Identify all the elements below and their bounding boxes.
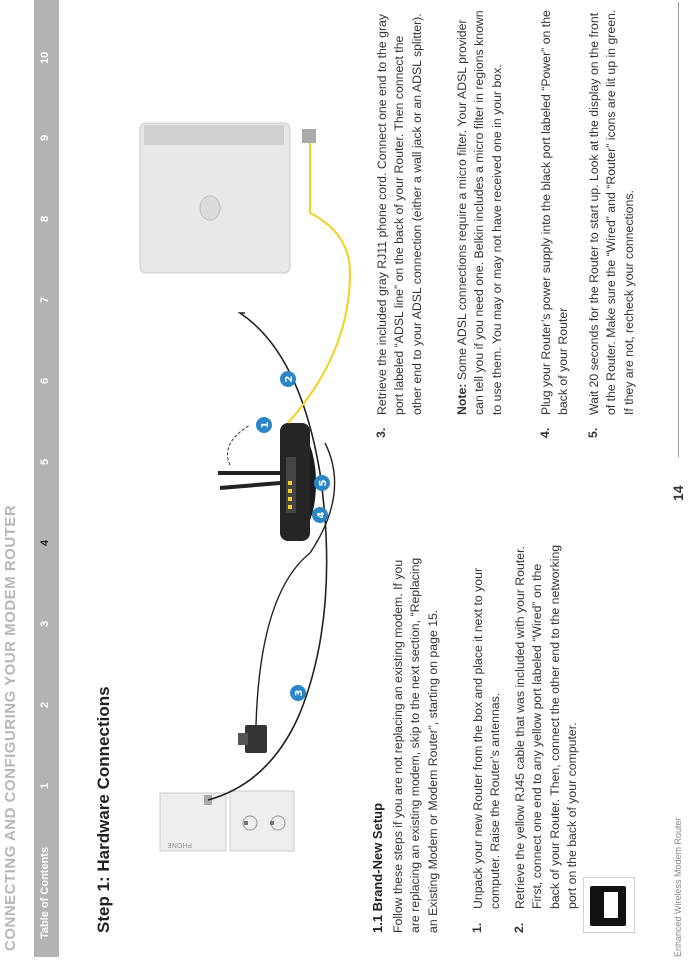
chapter-tab-bar: Table of Contents 1 2 3 4 5 6 7 8 9 10 <box>34 0 59 957</box>
callout-5 <box>314 475 330 491</box>
callout-2 <box>280 371 296 387</box>
ethernet-port-icon <box>583 877 635 933</box>
tab-chapter-5[interactable]: 5 <box>39 458 51 465</box>
ethernet-cable <box>287 143 352 424</box>
callout-2-text: 2 <box>284 375 295 382</box>
phone-cord <box>207 312 328 801</box>
callout-4-text: 4 <box>316 511 327 518</box>
callout-3-text: 3 <box>294 689 305 696</box>
step-1-number: 1. <box>470 922 484 933</box>
page-number: 14 <box>670 485 686 501</box>
footer-product-name: Enhanced Wireless Modem Router <box>673 817 683 957</box>
computer <box>139 122 316 274</box>
note-text: Some ADSL connections require a micro fi… <box>455 10 504 415</box>
power-adapter <box>238 442 336 753</box>
step-4-text: Plug your Router’s power supply into the… <box>539 10 571 415</box>
section-intro: Follow these steps if you are not replac… <box>391 557 440 933</box>
tab-chapter-3[interactable]: 3 <box>39 620 51 627</box>
callout-5-text: 5 <box>318 479 329 486</box>
step-1-text: Unpack your new Router from the box and … <box>471 567 503 909</box>
table-of-contents-link[interactable]: Table of Contents <box>39 846 51 939</box>
callout-1 <box>256 417 272 433</box>
phone-jack-label: PHONE <box>167 841 192 849</box>
callout-4 <box>312 507 328 523</box>
step-5-number: 5. <box>586 427 600 438</box>
step-3-text: Retrieve the included gray RJ11 phone co… <box>375 13 424 415</box>
wall-phone-jack: PHONE <box>159 792 227 852</box>
tab-chapter-2[interactable]: 2 <box>39 701 51 708</box>
tab-chapter-6[interactable]: 6 <box>39 377 51 384</box>
note-label: Note: <box>455 383 469 415</box>
power-outlet <box>229 790 295 852</box>
power-cable <box>255 442 336 726</box>
step-title: Step 1: Hardware Connections <box>94 686 113 933</box>
callout-3 <box>290 685 306 701</box>
callout-1-text: 1 <box>260 421 271 428</box>
tab-chapter-8[interactable]: 8 <box>39 215 51 222</box>
footer-divider <box>678 2 679 457</box>
step-3-number: 3. <box>374 427 388 438</box>
header-title: CONNECTING AND CONFIGURING YOUR MODEM RO… <box>2 504 19 951</box>
modem-router-device <box>218 423 316 541</box>
tab-chapter-7[interactable]: 7 <box>39 296 51 303</box>
step-2-text: Retrieve the yellow RJ45 cable that was … <box>513 544 579 909</box>
tab-chapter-4[interactable]: 4 <box>39 539 51 546</box>
step-2-number: 2. <box>512 922 526 933</box>
hardware-connection-illustration: PHONE <box>139 122 352 852</box>
tab-chapter-1[interactable]: 1 <box>39 782 51 789</box>
section-title: 1.1 Brand-New Setup <box>370 802 385 933</box>
step-4-number: 4. <box>538 427 552 438</box>
tab-chapter-10[interactable]: 10 <box>39 51 51 64</box>
note-paragraph: Note: Some ADSL connections require a mi… <box>454 5 506 415</box>
tab-chapter-9[interactable]: 9 <box>39 134 51 141</box>
step-5-text: Wait 20 seconds for the Router to start … <box>587 9 636 415</box>
